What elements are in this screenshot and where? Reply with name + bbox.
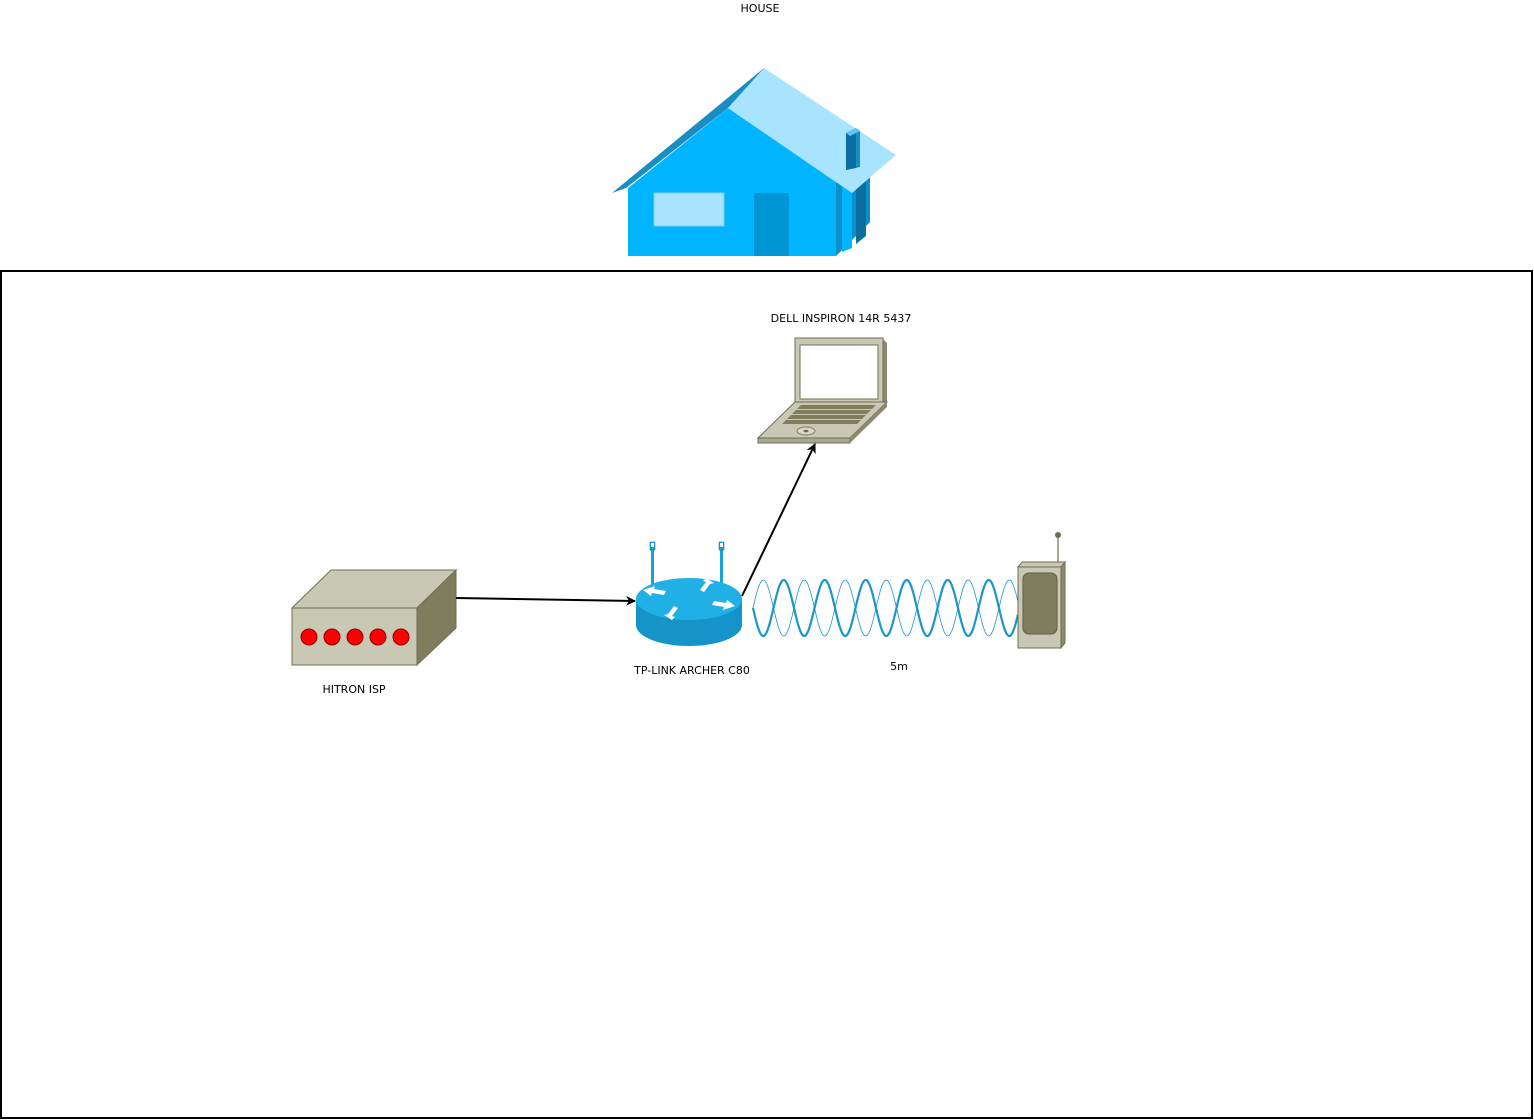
wireless-device-icon bbox=[1016, 532, 1067, 650]
laptop-label: DELL INSPIRON 14R 5437 bbox=[771, 312, 912, 325]
wireless-wave-back bbox=[752, 579, 1019, 637]
wireless-wave-front bbox=[751, 578, 1020, 638]
wireless-signal-wave bbox=[751, 578, 1020, 638]
router-laptop-connection bbox=[741, 443, 816, 597]
wireless-router-icon bbox=[636, 541, 742, 646]
house-label: HOUSE bbox=[741, 2, 780, 15]
modem-status-leds bbox=[300, 628, 410, 646]
wireless-distance-label: 5m bbox=[890, 660, 908, 673]
modem-icon bbox=[290, 568, 458, 667]
router-label: TP-LINK ARCHER C80 bbox=[633, 664, 750, 677]
home-network-boundary bbox=[0, 270, 1533, 1119]
modem-label: HITRON ISP bbox=[322, 683, 385, 696]
house-icon bbox=[612, 68, 896, 256]
laptop-icon bbox=[756, 337, 889, 444]
modem-router-connection bbox=[455, 595, 636, 606]
